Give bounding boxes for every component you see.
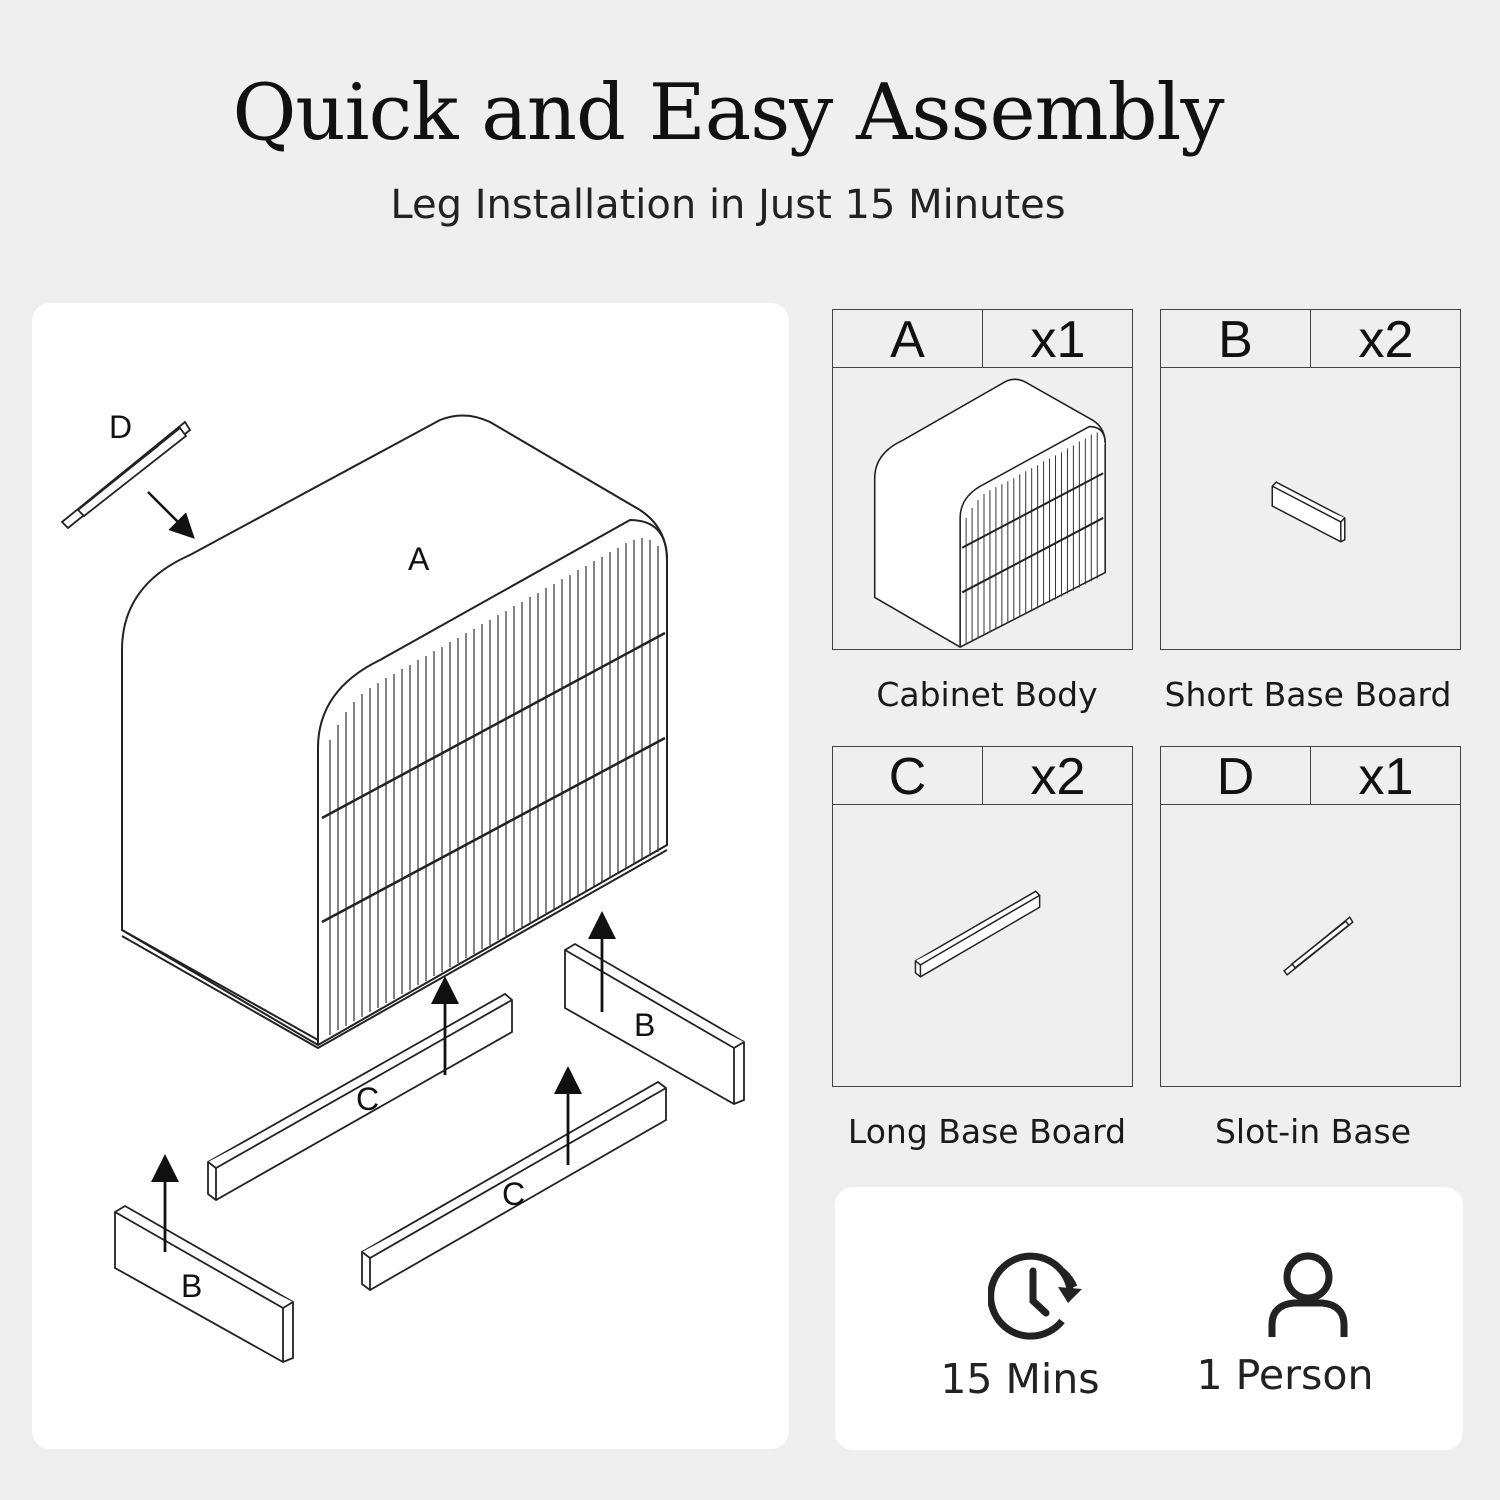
label-a: A [408,541,430,577]
page-subtitle: Leg Installation in Just 15 Minutes [390,182,1066,228]
part-name-a: Cabinet Body [876,675,1098,714]
label-c-right: C [502,1176,525,1212]
people-info: 1 Person [1190,1251,1380,1399]
part-header: B x2 [1161,310,1460,369]
part-letter: B [1161,310,1311,369]
time-label: 15 Mins [940,1355,1100,1403]
part-quantity: x2 [1358,311,1414,369]
part-letter: D [1161,747,1311,806]
part-card-c: C x2 [832,746,1133,1087]
label-c-left: C [356,1081,379,1117]
part-letter: C [833,747,983,806]
assembly-info-panel: 15 Mins 1 Person [835,1187,1463,1450]
label-b-left: B [181,1268,202,1304]
part-card-a: A x1 [832,309,1133,650]
cabinet-front-face [317,518,668,1045]
time-info: 15 Mins [935,1251,1105,1403]
part-name-d: Slot-in Base [1214,1112,1412,1151]
part-header: A x1 [833,310,1132,369]
person-icon [1268,1252,1347,1337]
part-quantity: x1 [1358,748,1414,806]
short-board-b-right [564,942,745,1105]
slot-in-base-d [60,420,192,530]
short-board-b-left [114,1204,294,1363]
part-quantity: x2 [1030,748,1086,806]
part-card-b: B x2 [1160,309,1461,650]
clock-refresh-icon [986,1252,1082,1340]
cabinet-body-icon [873,378,1106,648]
slot-in-base-icon [1283,916,1354,976]
part-quantity: x1 [1030,311,1086,369]
assembly-illustration: D A C C B B [60,409,745,1363]
part-card-d: D x1 [1160,746,1461,1087]
part-name-b: Short Base Board [1164,675,1452,714]
drawer-dividers [321,631,666,924]
label-b-right: B [634,1007,655,1043]
long-board-c-left [207,992,513,1202]
part-name-c: Long Base Board [847,1112,1127,1151]
short-base-board-icon [1271,481,1346,543]
long-board-c-right [361,1080,667,1292]
label-d: D [109,409,132,445]
part-letter: A [833,310,983,369]
assembly-diagram: D A C C B B [32,303,789,1449]
assembly-arrows [151,911,616,1252]
cabinet-slats [329,538,659,1035]
long-base-board-icon [914,890,1041,978]
page-title: Quick and Easy Assembly [232,68,1224,158]
part-header: D x1 [1161,747,1460,806]
people-label: 1 Person [1196,1351,1374,1399]
part-header: C x2 [833,747,1132,806]
